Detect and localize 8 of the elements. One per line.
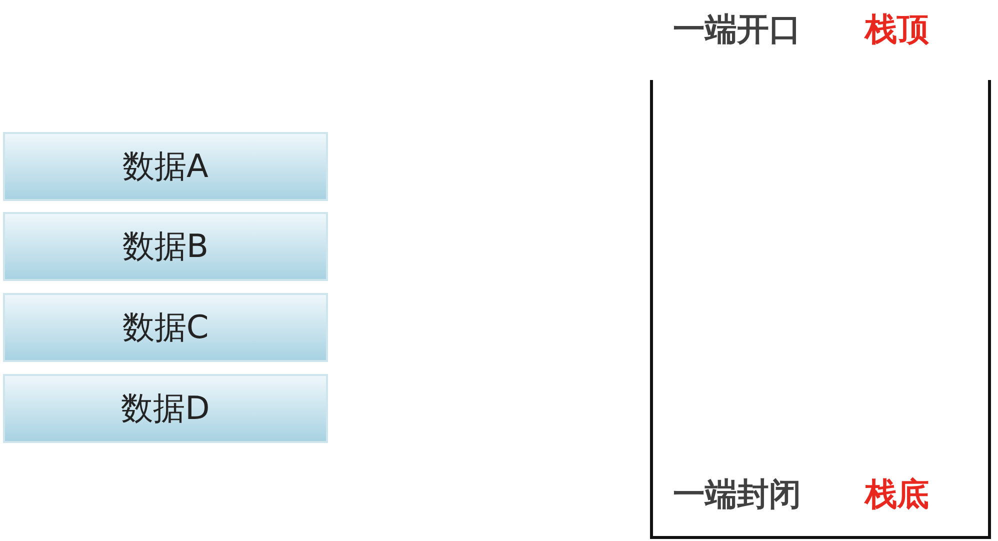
data-block: 数据A [3,132,328,201]
data-block: 数据C [3,293,328,362]
data-block: 数据B [3,212,328,281]
stack-top-label: 栈顶 [865,9,929,50]
data-block: 数据D [3,374,328,443]
opening-label: 一端开口 [673,9,801,50]
stack-bottom-label: 栈底 [865,474,929,515]
closed-end-label: 一端封闭 [673,474,801,515]
